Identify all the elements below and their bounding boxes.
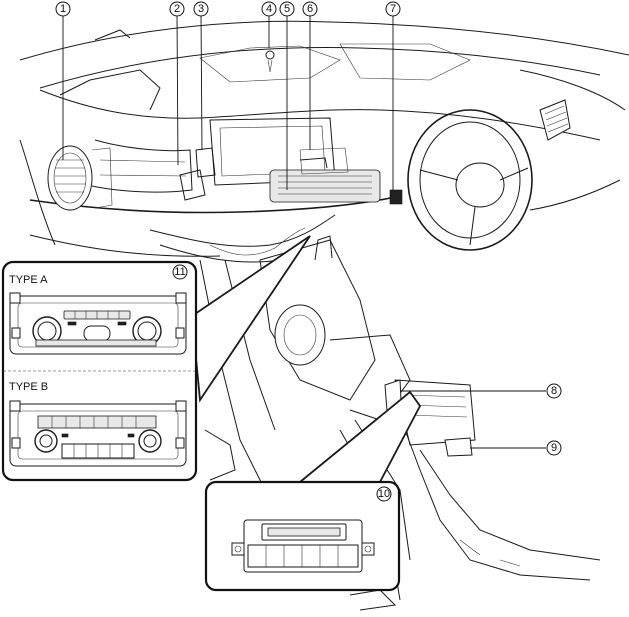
inset-10-panel: 10 bbox=[204, 480, 401, 592]
callout-1: 1 bbox=[55, 1, 71, 17]
climate-panel-type-a bbox=[9, 292, 187, 355]
inset-11-panel: 11 TYPE A TYPE B bbox=[1, 260, 198, 482]
svg-text:10: 10 bbox=[378, 488, 390, 500]
callout-3: 3 bbox=[193, 1, 209, 17]
svg-text:6: 6 bbox=[307, 3, 313, 15]
callout-6: 6 bbox=[302, 1, 318, 17]
svg-text:2: 2 bbox=[174, 3, 180, 15]
part-7-block bbox=[389, 189, 403, 205]
callout-7: 7 bbox=[385, 1, 401, 17]
svg-text:8: 8 bbox=[551, 385, 557, 397]
dashboard-illustration bbox=[19, 20, 629, 611]
svg-text:5: 5 bbox=[284, 3, 290, 15]
heater-unit bbox=[259, 235, 411, 421]
type-a-label: TYPE A bbox=[9, 274, 48, 286]
callout-9: 9 bbox=[546, 440, 562, 456]
left-air-vent bbox=[47, 145, 113, 211]
callout-8: 8 bbox=[546, 383, 562, 399]
svg-text:11: 11 bbox=[174, 266, 185, 278]
callout-2: 2 bbox=[169, 1, 185, 17]
switch-panel bbox=[231, 519, 375, 573]
callout-11: 11 bbox=[172, 264, 188, 280]
center-louver bbox=[269, 147, 381, 203]
leader-lines bbox=[62, 14, 546, 449]
svg-text:7: 7 bbox=[390, 3, 396, 15]
part-4-clip bbox=[265, 50, 275, 60]
svg-text:3: 3 bbox=[198, 3, 204, 15]
callout-4: 4 bbox=[261, 1, 277, 17]
callout-5: 5 bbox=[279, 1, 295, 17]
right-air-vent bbox=[539, 99, 571, 141]
steering-wheel bbox=[407, 109, 533, 251]
inset-10-pointer bbox=[297, 390, 422, 483]
svg-text:4: 4 bbox=[266, 3, 272, 15]
callout-10: 10 bbox=[376, 486, 392, 502]
climate-panel-type-b bbox=[9, 400, 187, 467]
svg-text:9: 9 bbox=[551, 442, 557, 454]
svg-text:1: 1 bbox=[60, 3, 66, 15]
type-b-label: TYPE B bbox=[9, 381, 48, 393]
